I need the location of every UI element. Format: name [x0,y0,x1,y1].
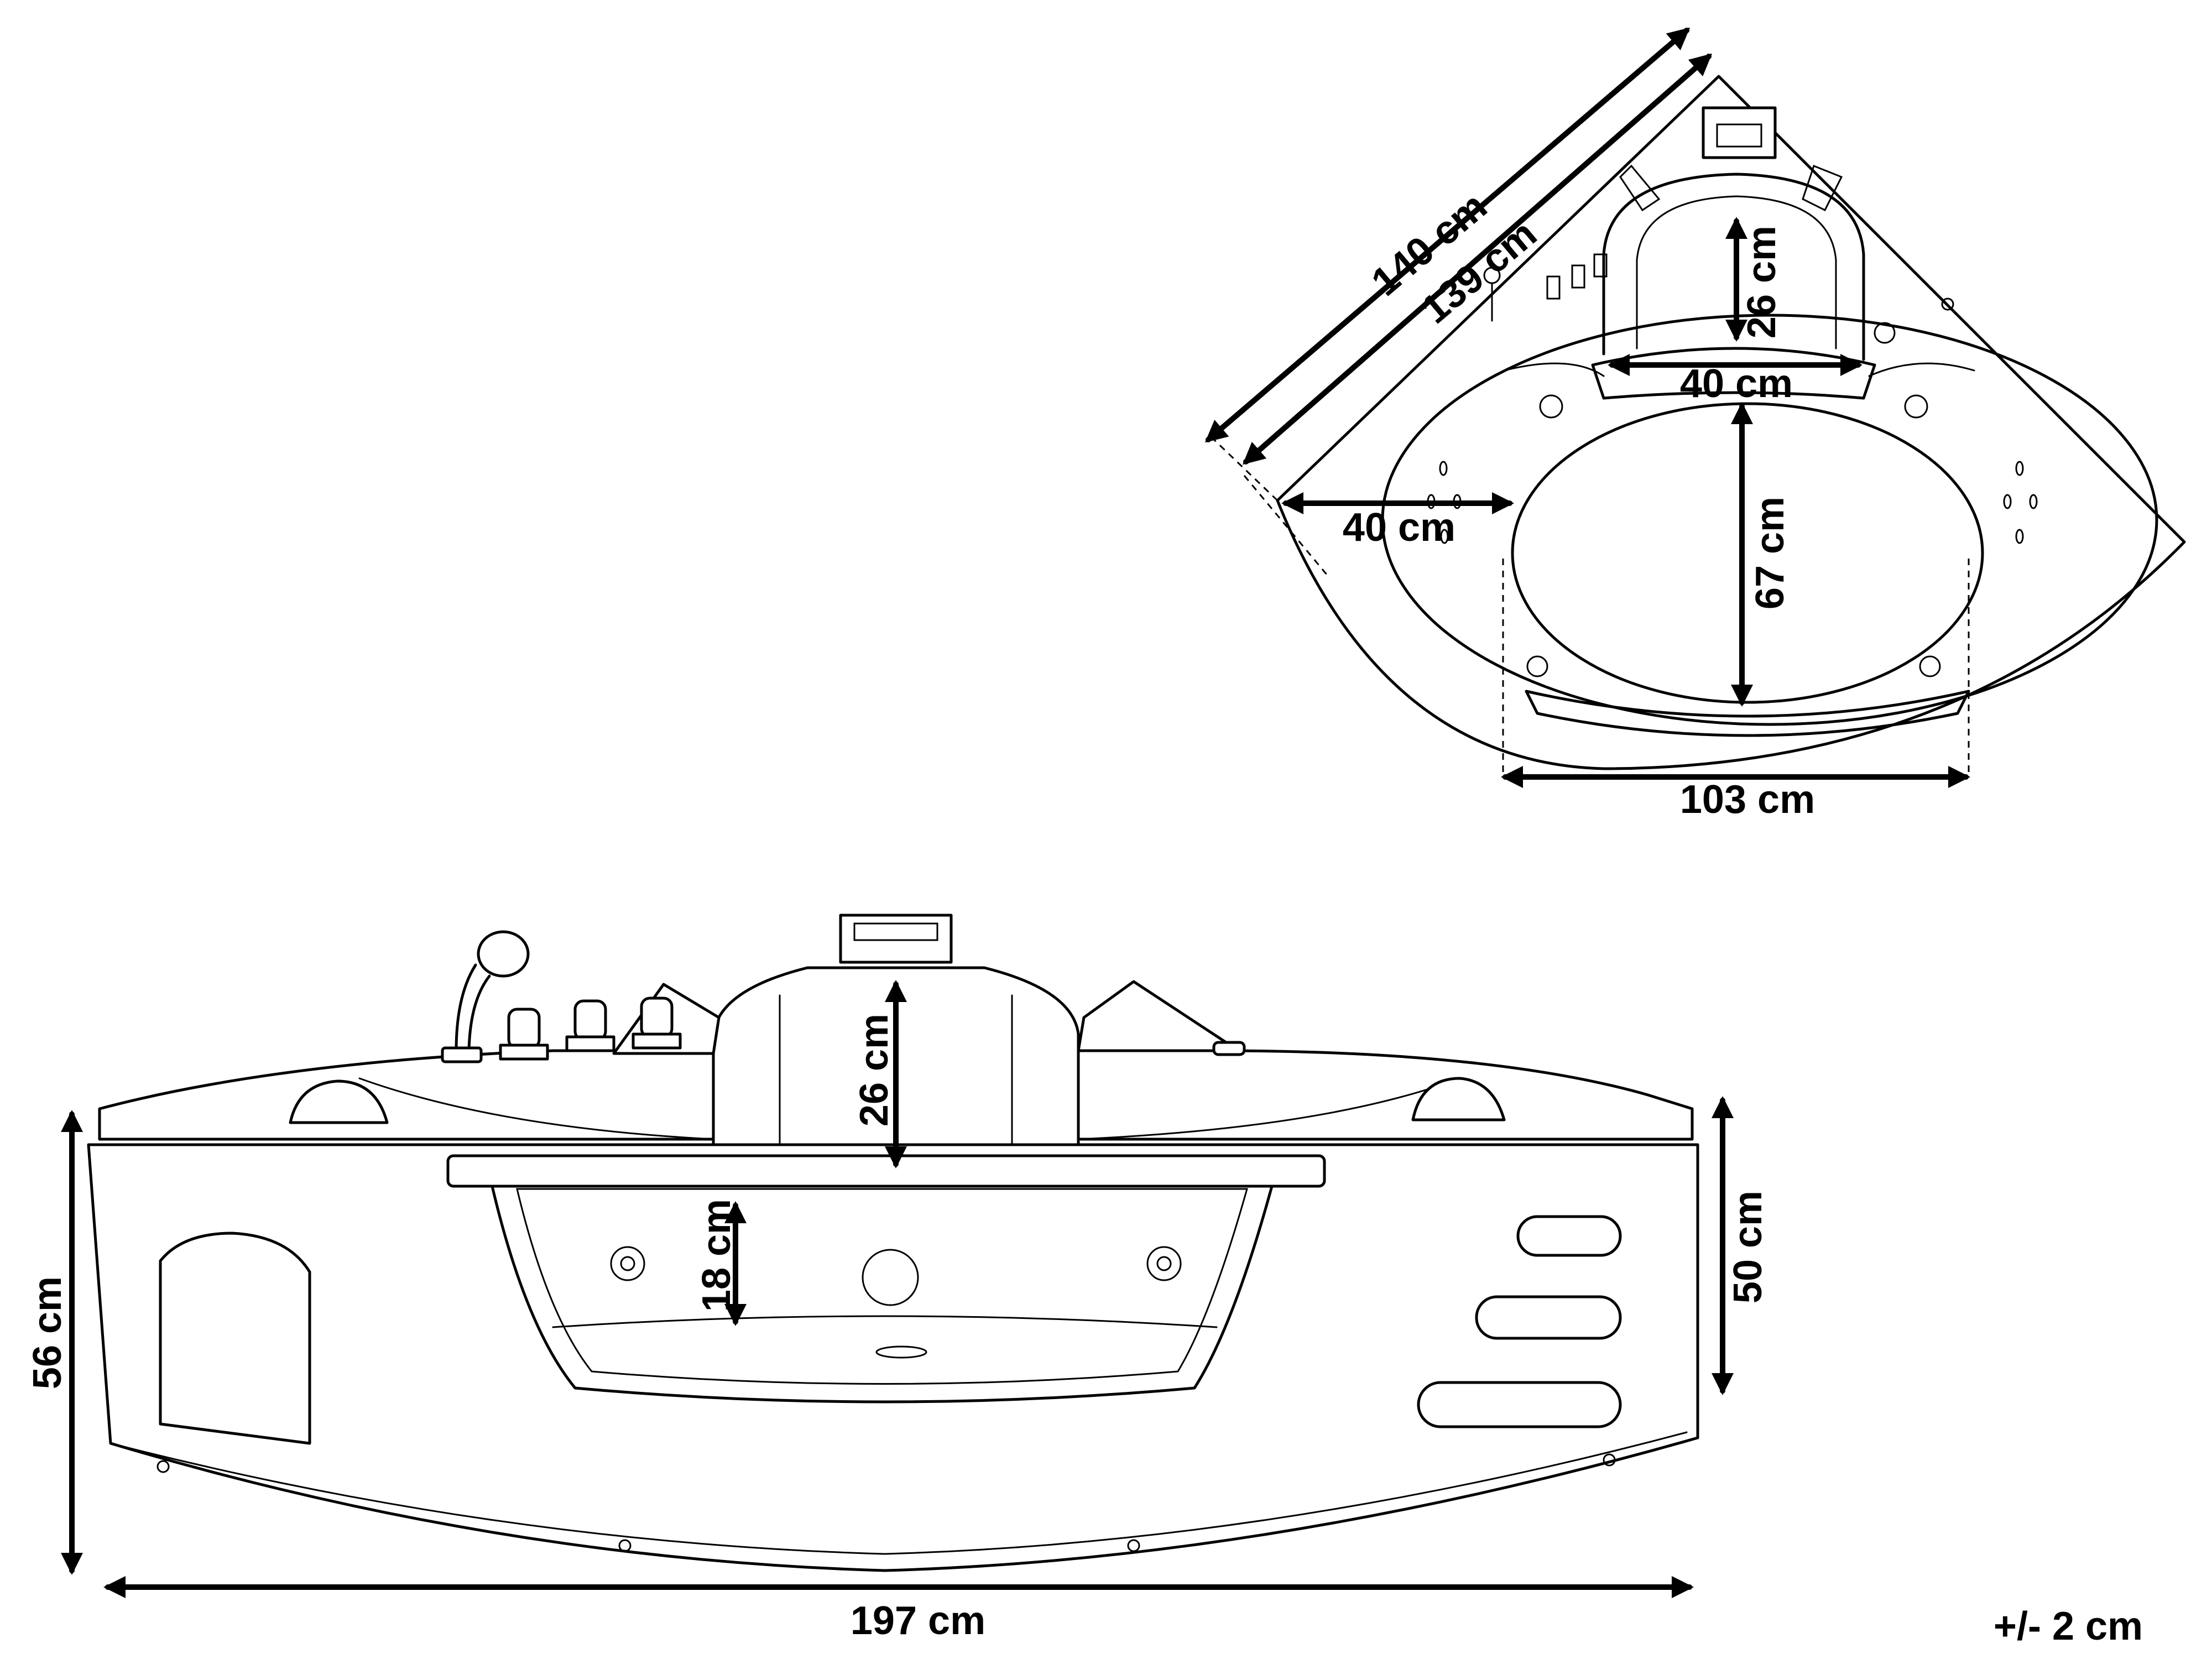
front-dimension-arrows [61,980,1734,1598]
label-total-width: 197 cm [851,1599,985,1643]
top-dimension-arrows [1204,27,1970,788]
label-basin-depth: 67 cm [1748,497,1792,609]
top-jets [1427,298,2038,677]
label-headrest-width: 40 cm [1680,362,1793,406]
label-backrest-height: 26 cm [852,1014,896,1126]
label-headrest-depth: 26 cm [1740,226,1784,338]
label-total-height: 56 cm [25,1276,70,1389]
top-view-drawing [1210,75,2186,774]
label-basin-width: 103 cm [1680,778,1815,822]
front-hand-shower [441,930,530,1063]
label-inner-height: 50 cm [1726,1191,1770,1303]
label-rim-width: 40 cm [1343,505,1455,550]
label-window-depth: 18 cm [695,1199,739,1312]
front-faucets [499,997,682,1061]
tolerance-note: +/- 2 cm [1994,1604,2143,1648]
